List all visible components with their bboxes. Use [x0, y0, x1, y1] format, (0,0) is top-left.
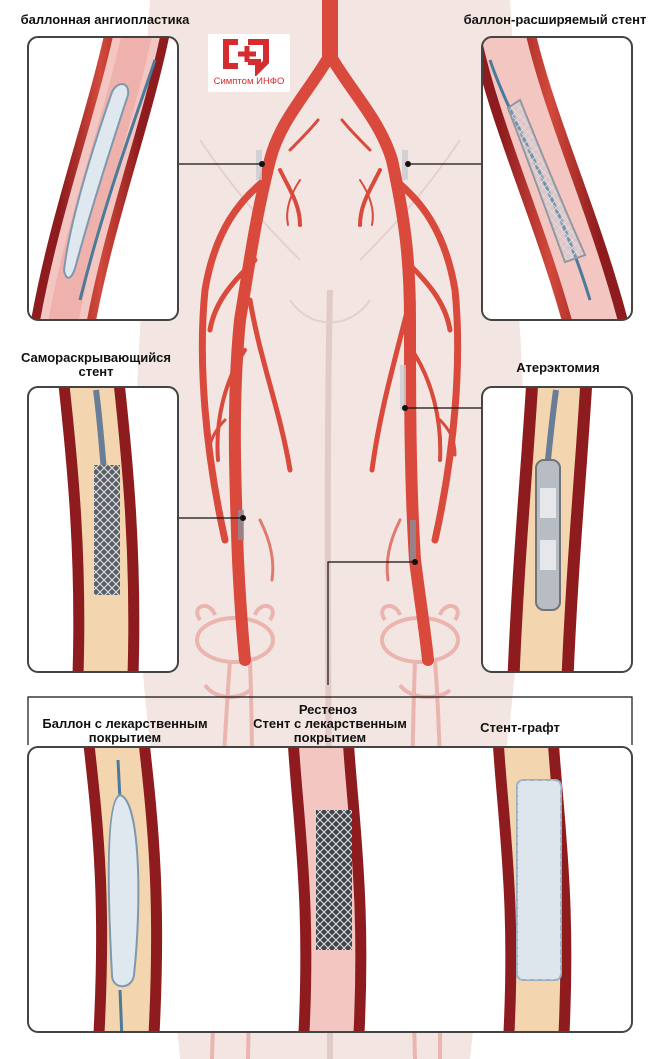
label-balloon-expandable-stent: баллон-расширяемый стент: [463, 12, 647, 27]
label-drug-eluting-stent: Стент с лекарственным покрытием: [253, 716, 407, 745]
arteries: [198, 0, 462, 666]
panel-self-expanding-stent: [27, 386, 179, 673]
label-drug-coated-balloon: Баллон с лекарственным покрытием: [42, 716, 208, 745]
panel-bottom: [27, 746, 633, 1033]
panel-atherectomy: [481, 386, 633, 673]
label-atherectomy: Атерэктомия: [516, 360, 600, 375]
label-stent-graft: Стент-графт: [480, 720, 560, 735]
label-self-expanding-stent: Самораскрывающийся стент: [20, 350, 172, 379]
connector-lines: [27, 163, 633, 745]
label-balloon-angioplasty: баллонная ангиопластика: [20, 12, 190, 27]
panel-balloon-angioplasty: [27, 36, 179, 321]
device-markers: [238, 150, 416, 560]
label-restenosis: Рестеноз: [298, 702, 358, 717]
panel-balloon-expandable-stent: [481, 36, 633, 321]
connector-dots: [240, 161, 418, 565]
logo-mark-icon: [223, 39, 269, 76]
brand-logo: Симптом ИНФО: [208, 34, 290, 92]
logo-text: Симптом ИНФО: [213, 76, 285, 87]
